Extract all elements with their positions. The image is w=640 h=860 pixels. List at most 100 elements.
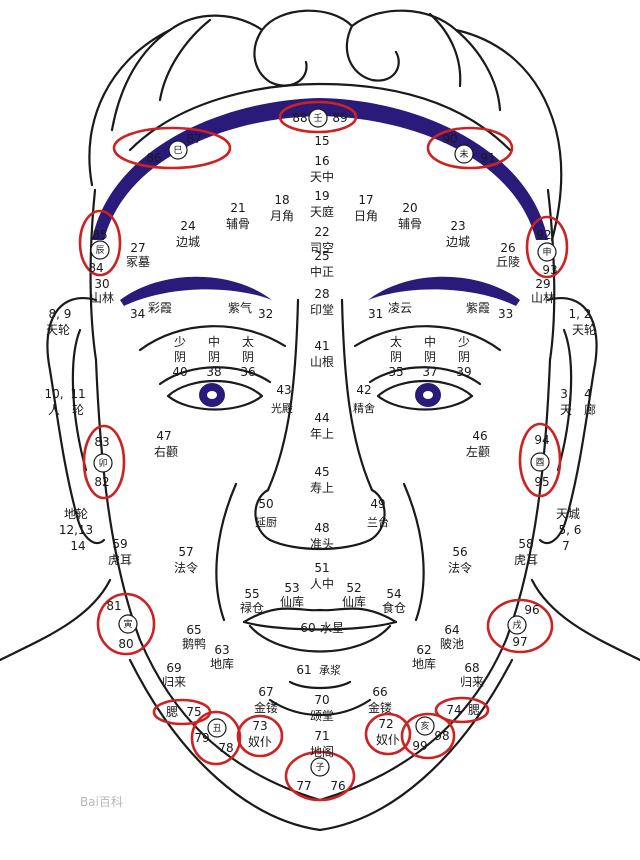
ring-94-95 bbox=[518, 422, 562, 498]
brow-arc-right bbox=[353, 325, 502, 352]
circled-85: 85 bbox=[92, 228, 107, 242]
ring-74 bbox=[434, 696, 490, 724]
label-38-b: 阴 bbox=[208, 350, 220, 364]
label-3-4-name: 天 bbox=[560, 403, 572, 417]
label-70-name: 颂堂 bbox=[310, 709, 334, 723]
label-54-name: 食仓 bbox=[382, 600, 406, 615]
label-26-name: 丘陵 bbox=[496, 255, 520, 269]
label-39: 39 bbox=[456, 365, 471, 379]
glyph-circle-chou bbox=[207, 718, 227, 738]
ring-73 bbox=[236, 714, 284, 758]
label-39-b: 阴 bbox=[458, 350, 470, 364]
label-58: 58 bbox=[518, 537, 533, 551]
circled-82: 82 bbox=[94, 475, 109, 489]
circled-78: 78 bbox=[218, 741, 233, 755]
label-35-b: 阴 bbox=[390, 350, 402, 364]
label-66: 66 bbox=[372, 685, 387, 699]
nose-right bbox=[340, 298, 374, 492]
label-36: 36 bbox=[240, 365, 255, 379]
neck-left bbox=[0, 578, 112, 662]
label-32-name: 紫气 bbox=[228, 300, 252, 315]
label-66-name: 金镂 bbox=[368, 700, 392, 715]
label-47: 47 bbox=[156, 429, 171, 443]
label-18: 18 bbox=[274, 193, 289, 207]
label-53-name: 仙库 bbox=[280, 594, 304, 609]
label-38-a: 中 bbox=[208, 334, 220, 349]
circled-87: 87 bbox=[186, 132, 201, 146]
label-31: 31 bbox=[368, 307, 383, 321]
label-46-name: 左颧 bbox=[466, 444, 490, 459]
label-42: 42 bbox=[356, 383, 371, 397]
label-36-a: 太 bbox=[242, 334, 254, 349]
label-67: 67 bbox=[258, 685, 273, 699]
label-53: 53 bbox=[284, 581, 299, 595]
label-18-name: 月角 bbox=[270, 209, 294, 223]
chin-arc2 bbox=[288, 680, 352, 690]
brow-right bbox=[368, 276, 520, 306]
ring-81-80 bbox=[96, 592, 156, 656]
label-26: 26 bbox=[500, 241, 515, 255]
label-57-name: 法令 bbox=[174, 560, 198, 575]
label-67-name: 金镂 bbox=[254, 700, 278, 715]
forehead-band bbox=[92, 98, 548, 240]
labels-circled: 88 壬 89 87 巳 86 90 未 91 85 辰 84 92 申 93 … bbox=[88, 111, 557, 793]
circled-98: 98 bbox=[434, 729, 449, 743]
label-16-name: 天中 bbox=[310, 169, 334, 184]
glyph-circle-chen bbox=[90, 240, 110, 260]
label-43: 43 bbox=[276, 383, 291, 397]
nose-left bbox=[266, 298, 300, 492]
label-43-name: 光殿 bbox=[271, 401, 293, 415]
label-10-11-a: 10, bbox=[44, 387, 63, 401]
ring-86-87 bbox=[112, 126, 232, 170]
eye-right-lid bbox=[368, 366, 482, 386]
eye-left-lid bbox=[158, 366, 272, 386]
label-36-b: 阴 bbox=[242, 350, 254, 364]
label-28: 28 bbox=[314, 287, 329, 301]
label-19: 19 bbox=[314, 189, 329, 203]
label-48: 48 bbox=[314, 521, 329, 535]
glyph-circle-shen bbox=[537, 242, 557, 262]
label-64: 64 bbox=[444, 623, 459, 637]
eye-left bbox=[166, 380, 264, 411]
label-59-name: 虎耳 bbox=[108, 553, 132, 567]
label-40: 40 bbox=[172, 365, 187, 379]
label-21: 21 bbox=[230, 201, 245, 215]
glyph-circle-wei bbox=[454, 144, 474, 164]
circled-90: 90 bbox=[442, 132, 457, 146]
label-35: 35 bbox=[388, 365, 403, 379]
circled-86: 86 bbox=[146, 151, 161, 165]
watermark: Bai百科 bbox=[80, 795, 123, 809]
circled-93: 93 bbox=[542, 263, 557, 277]
label-16: 16 bbox=[314, 154, 329, 168]
label-25: 25 bbox=[314, 249, 329, 263]
circled-75-name: 腮 bbox=[166, 705, 178, 719]
label-41: 41 bbox=[314, 339, 329, 353]
circled-80: 80 bbox=[118, 637, 133, 651]
circled-81: 81 bbox=[106, 599, 121, 613]
glyph-circle-zi bbox=[310, 757, 330, 777]
label-3-4-b: 4 bbox=[584, 387, 592, 401]
ring-96-97 bbox=[486, 598, 554, 654]
label-69: 69 bbox=[166, 661, 181, 675]
label-58-name: 虎耳 bbox=[514, 553, 538, 567]
label-68: 68 bbox=[464, 661, 479, 675]
nasolabial-right bbox=[402, 482, 425, 622]
circled-yin-glyph: 寅 bbox=[123, 618, 132, 630]
glyph-circle-you bbox=[530, 452, 550, 472]
label-1-2: 1, 2 bbox=[569, 307, 592, 321]
circled-74: 74 bbox=[446, 703, 461, 717]
labels-center: 15 16 天中 19 天庭 22 司空 25 中正 28 印堂 41 山根 4… bbox=[296, 134, 344, 759]
label-tiancheng: 天城 bbox=[556, 507, 580, 521]
label-38: 38 bbox=[206, 365, 221, 379]
label-29: 29 bbox=[535, 277, 550, 291]
label-39-a: 少 bbox=[458, 335, 470, 349]
circled-72-name: 奴仆 bbox=[376, 733, 400, 747]
label-56: 56 bbox=[452, 545, 467, 559]
hair-curl-mid bbox=[253, 28, 308, 87]
nasolabial-left bbox=[215, 482, 238, 622]
label-34-name: 彩霞 bbox=[148, 301, 172, 315]
circled-73: 73 bbox=[252, 719, 267, 733]
labels-lowerface: 59 虎耳 58 虎耳 57 法令 56 法令 55 禄仓 53 仙库 52 仙… bbox=[108, 537, 538, 715]
label-23-name: 边城 bbox=[446, 235, 470, 249]
